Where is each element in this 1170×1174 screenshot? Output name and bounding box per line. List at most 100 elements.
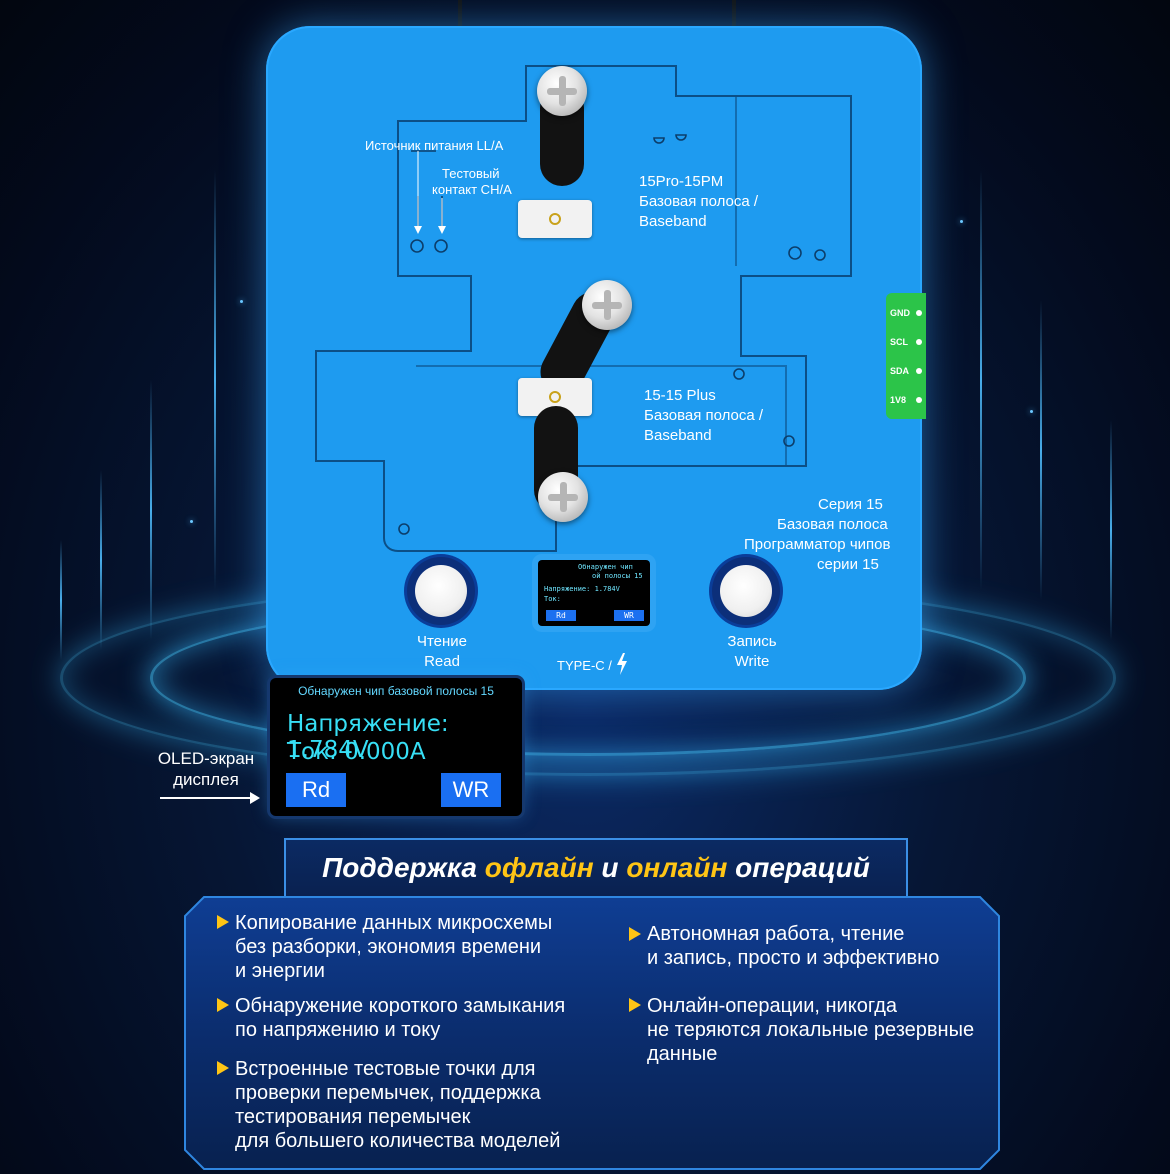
feature-line: не теряются локальные резервные bbox=[647, 1019, 975, 1041]
feature-line: проверки перемычек, поддержка bbox=[235, 1082, 541, 1104]
banner-text: операций bbox=[727, 852, 870, 883]
feature-line: без разборки, экономия времени bbox=[235, 936, 542, 958]
series-label: Программатор чипов bbox=[744, 536, 891, 553]
read-label: Read bbox=[424, 653, 460, 670]
arrow-line bbox=[160, 797, 250, 799]
bullet-icon bbox=[217, 915, 229, 929]
feature-line: Онлайн-операции, никогда bbox=[647, 995, 898, 1017]
arrow-right-icon bbox=[250, 792, 260, 804]
mini-oled-line: Напряжение: 1.784V bbox=[544, 585, 620, 593]
mini-oled-line: Обнаружен чип bbox=[578, 563, 633, 571]
mini-oled-screen: Обнаружен чип ой полосы 15 Напряжение: 1… bbox=[538, 560, 650, 626]
clamp-screw[interactable] bbox=[538, 472, 588, 522]
oled-caption-line: дисплея bbox=[173, 770, 239, 789]
socket-pin bbox=[549, 213, 561, 225]
feature-line: Копирование данных микросхемы bbox=[235, 912, 553, 934]
programmer-board: Источник питания LL/A Тестовый контакт C… bbox=[266, 26, 922, 690]
banner-title: Поддержка офлайн и онлайн операций bbox=[286, 840, 906, 896]
oled-caption: OLED-экран дисплея bbox=[150, 748, 262, 790]
pin-led bbox=[916, 397, 922, 403]
feature-line: и энергии bbox=[235, 960, 325, 982]
bullet-icon bbox=[629, 927, 641, 941]
bg-light-beam bbox=[100, 470, 102, 650]
test-contact-label: контакт CH/A bbox=[432, 182, 512, 197]
feature-item: Обнаружение короткого замыкания по напря… bbox=[235, 994, 565, 1042]
read-button[interactable] bbox=[407, 557, 475, 625]
oled-display: Обнаружен чип базовой полосы 15 Напряжен… bbox=[270, 678, 522, 816]
cable bbox=[732, 0, 736, 40]
cable bbox=[458, 0, 462, 40]
mini-oled-rd: Rd bbox=[546, 610, 576, 621]
feature-panel bbox=[184, 896, 1000, 1170]
bg-sparkle bbox=[1030, 410, 1033, 413]
bg-light-beam bbox=[980, 170, 982, 590]
oled-voltage: Напряжение: 1.784V bbox=[287, 711, 449, 763]
bullet-icon bbox=[217, 998, 229, 1012]
test-contact-label: Тестовый bbox=[442, 166, 500, 181]
socket-pin bbox=[549, 391, 561, 403]
pin-label: 1V8 bbox=[890, 395, 907, 405]
bg-light-beam bbox=[1110, 420, 1112, 640]
lightning-icon bbox=[617, 653, 627, 675]
feature-line: для большего количества моделей bbox=[235, 1130, 561, 1152]
feature-banner: Поддержка офлайн и онлайн операций bbox=[284, 838, 908, 898]
pin-led bbox=[916, 310, 922, 316]
write-label: Write bbox=[734, 653, 770, 670]
bg-light-beam bbox=[1040, 300, 1042, 600]
oled-header: Обнаружен чип базовой полосы 15 bbox=[298, 684, 494, 698]
banner-highlight: офлайн bbox=[484, 852, 594, 883]
pin-label: SDA bbox=[890, 366, 910, 376]
feature-item: Встроенные тестовые точки для проверки п… bbox=[235, 1057, 560, 1153]
bg-sparkle bbox=[190, 520, 193, 523]
mid-chip-label: 15-15 Plus bbox=[644, 387, 716, 404]
bg-light-beam bbox=[60, 540, 62, 660]
pin-label: SCL bbox=[890, 337, 908, 347]
feature-line: тестирования перемычек bbox=[235, 1106, 471, 1128]
write-button[interactable] bbox=[712, 557, 780, 625]
feature-line: и запись, просто и эффективно bbox=[647, 947, 940, 969]
bg-sparkle bbox=[960, 220, 963, 223]
bullet-icon bbox=[629, 998, 641, 1012]
banner-highlight: онлайн bbox=[626, 852, 728, 883]
series-label: Серия 15 bbox=[818, 496, 883, 513]
clamp-screw[interactable] bbox=[582, 280, 632, 330]
series-label: серии 15 bbox=[817, 556, 879, 573]
clamp-screw[interactable] bbox=[537, 66, 587, 116]
feature-line: Встроенные тестовые точки для bbox=[235, 1058, 536, 1080]
pin-led bbox=[916, 339, 922, 345]
oled-wr-button: WR bbox=[441, 773, 501, 807]
mid-chip-label: Baseband bbox=[644, 427, 712, 444]
bg-sparkle bbox=[240, 300, 243, 303]
feature-line: Автономная работа, чтение bbox=[647, 923, 905, 945]
mini-oled-wr: WR bbox=[614, 610, 644, 621]
feature-item: Автономная работа, чтение и запись, прос… bbox=[647, 922, 939, 970]
pin-led bbox=[916, 368, 922, 374]
oled-caption-line: OLED-экран bbox=[157, 749, 255, 768]
typec-label: TYPE-C / bbox=[557, 658, 612, 673]
feature-line: по напряжению и току bbox=[235, 1019, 441, 1041]
oled-current: Ток: 0.000A bbox=[287, 739, 426, 765]
top-chip-label: Базовая полоса / bbox=[639, 193, 759, 210]
feature-line: Обнаружение короткого замыкания bbox=[235, 995, 566, 1017]
feature-item: Онлайн-операции, никогда не теряются лок… bbox=[647, 994, 974, 1066]
feature-item: Копирование данных микросхемы без разбор… bbox=[235, 911, 552, 983]
chip-socket bbox=[518, 200, 592, 238]
power-source-label: Источник питания LL/A bbox=[365, 138, 504, 153]
board-outlines bbox=[315, 65, 852, 552]
series-label: Базовая полоса bbox=[777, 516, 888, 533]
top-chip-label: Baseband bbox=[639, 213, 707, 230]
read-label: Чтение bbox=[416, 633, 468, 650]
pin-connector: GND SCL SDA 1V8 bbox=[886, 293, 926, 419]
banner-text: Поддержка bbox=[322, 852, 485, 883]
oled-rd-button: Rd bbox=[286, 773, 346, 807]
feature-line: данные bbox=[647, 1043, 718, 1065]
bg-light-beam bbox=[214, 170, 216, 590]
mini-oled-line: ой полосы 15 bbox=[592, 572, 643, 580]
bullet-icon bbox=[217, 1061, 229, 1075]
top-chip-label: 15Pro-15PM bbox=[639, 173, 724, 190]
mini-oled-line: Ток: bbox=[544, 595, 561, 603]
banner-text: и bbox=[593, 852, 627, 883]
bg-light-beam bbox=[150, 380, 152, 640]
write-label: Запись bbox=[727, 633, 777, 650]
mid-chip-label: Базовая полоса / bbox=[644, 407, 764, 424]
